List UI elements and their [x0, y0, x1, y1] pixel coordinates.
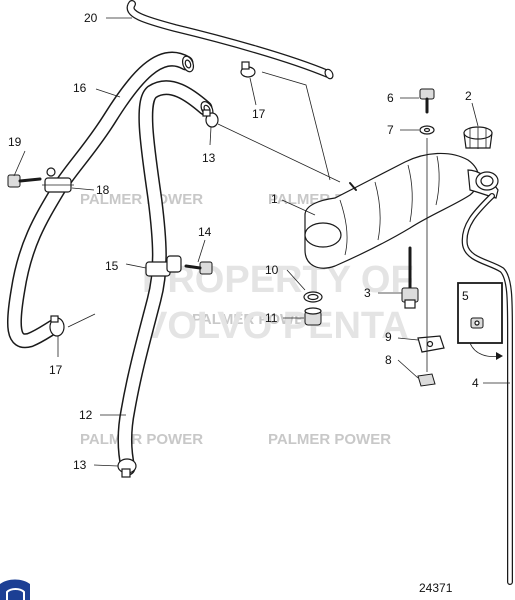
- hose-clamp-13-bottom: [117, 458, 137, 478]
- callout-17-top: 17: [252, 107, 266, 121]
- callout-7: 7: [387, 123, 394, 137]
- callout-13-bottom: 13: [73, 458, 87, 472]
- callout-19: 19: [8, 135, 22, 149]
- callout-8: 8: [385, 353, 392, 367]
- callout-3: 3: [364, 286, 371, 300]
- level-sensor: [401, 246, 419, 309]
- watermark-brand-bottom-right: PALMER POWER: [268, 431, 391, 448]
- o-ring: [303, 291, 323, 303]
- hose-clamp-17-left: [49, 315, 65, 337]
- guide-line-tank: [261, 71, 331, 181]
- bolt-14: [184, 261, 213, 275]
- overflow-hose: [461, 193, 513, 585]
- vent-hose: [126, 0, 334, 80]
- hose-clamp-13-top: [202, 109, 219, 128]
- callout-14: 14: [198, 225, 212, 239]
- coolant-hose-left: [6, 51, 195, 349]
- nipple: [304, 307, 322, 326]
- callout-20: 20: [84, 11, 98, 25]
- volvo-penta-logo-icon: [0, 579, 30, 600]
- hose-bracket-18: [42, 167, 74, 193]
- guide-line-tank-2: [217, 123, 341, 183]
- hose-bracket-15: [145, 255, 182, 277]
- washer-7: [419, 125, 435, 135]
- watermark-brand-bottom-left: PALMER POWER: [80, 431, 203, 448]
- drawing-number: 24371: [419, 581, 453, 595]
- callout-11: 11: [265, 311, 278, 325]
- callout-18: 18: [96, 183, 110, 197]
- detail-box: [457, 282, 503, 360]
- callout-10: 10: [265, 263, 279, 277]
- rubber-pad: [417, 373, 436, 387]
- bracket-clip: [417, 335, 445, 353]
- bolt-6: [419, 88, 435, 114]
- callout-5: 5: [462, 289, 469, 303]
- expansion-tank: [304, 152, 499, 269]
- bolt-19: [7, 174, 42, 188]
- watermark-property-line2: VOLVO PENTA: [142, 305, 409, 347]
- watermark-brand-middle: PALMER POWER: [192, 311, 315, 328]
- callout-17-left: 17: [49, 363, 63, 377]
- watermark-brand-top-left: PALMER POWER: [80, 191, 203, 208]
- leader-lines: [13, 17, 510, 467]
- callout-9: 9: [385, 330, 392, 344]
- callout-13-top: 13: [202, 151, 216, 165]
- callout-labels: 20 16 17 13 19 18 1 14 15 17 12 13 10 11…: [8, 11, 479, 472]
- callout-16: 16: [73, 81, 87, 95]
- filler-cap: [463, 126, 493, 149]
- hose-clamp-17-top: [240, 61, 256, 78]
- callout-15: 15: [105, 259, 119, 273]
- callout-12: 12: [79, 408, 93, 422]
- callout-1: 1: [271, 192, 278, 206]
- callout-2: 2: [465, 89, 472, 103]
- callout-4: 4: [472, 376, 479, 390]
- callout-6: 6: [387, 91, 394, 105]
